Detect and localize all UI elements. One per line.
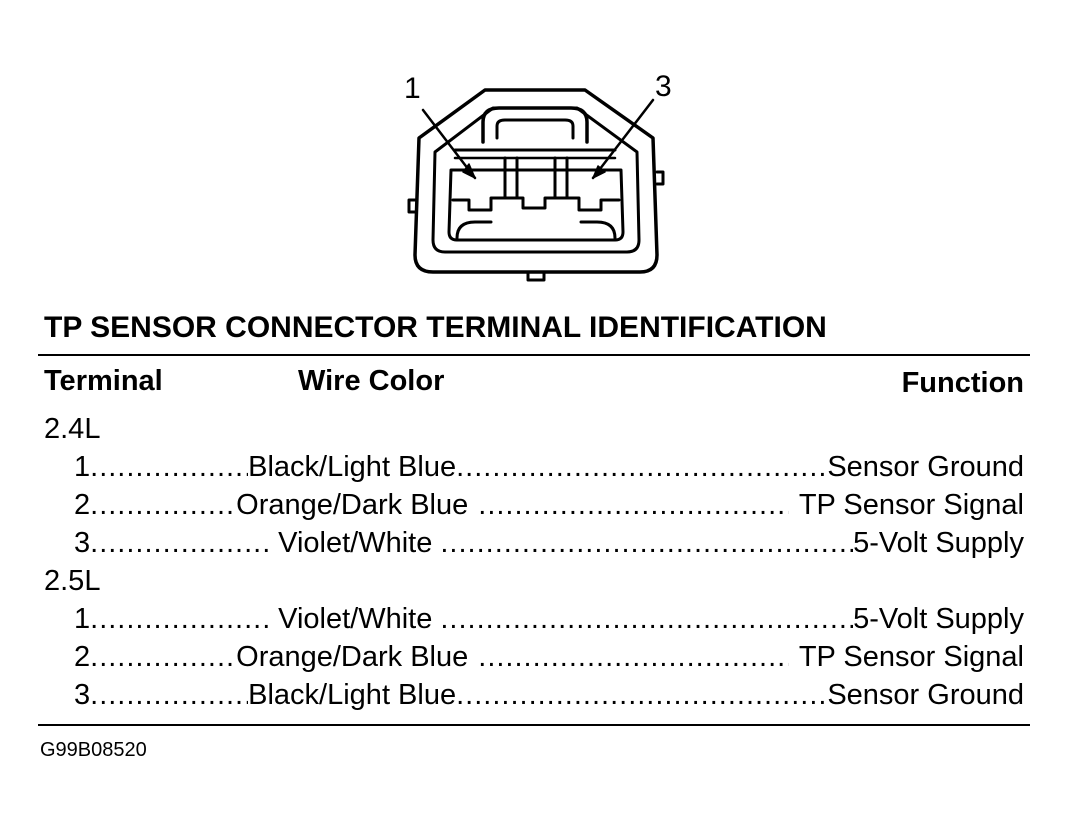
- terminal-function: 5-Volt Supply: [853, 527, 1024, 559]
- header-terminal: Terminal: [44, 365, 163, 397]
- terminal-number: 1: [74, 603, 91, 635]
- wire-color: Violet/White: [278, 603, 433, 635]
- terminal-number: 3: [74, 527, 91, 559]
- terminal-function: Sensor Ground: [827, 679, 1024, 711]
- header-wire-color: Wire Color: [298, 365, 445, 397]
- terminal-function: TP Sensor Signal: [798, 489, 1024, 521]
- diagram-title: TP SENSOR CONNECTOR TERMINAL IDENTIFICAT…: [44, 311, 827, 344]
- terminal-function: 5-Volt Supply: [853, 603, 1024, 635]
- engine-group-label: 2.4L: [44, 413, 101, 445]
- wire-color: Orange/Dark Blue: [236, 489, 469, 521]
- wire-color: Orange/Dark Blue: [236, 641, 469, 673]
- table-row: 1 ................................ Viole…: [74, 603, 1024, 635]
- terminal-number: 3: [74, 679, 91, 711]
- table-row: 2 ................................ Orang…: [74, 641, 1024, 673]
- terminal-number: 2: [74, 641, 91, 673]
- connector-inner-housing: [431, 106, 641, 254]
- terminal-function: Sensor Ground: [827, 451, 1024, 483]
- figure-id: G99B08520: [40, 739, 147, 761]
- callout-label-3: 3: [655, 70, 672, 103]
- table-row: 3 ................................ Black…: [74, 679, 1024, 711]
- callout-3-leader: [591, 98, 655, 180]
- connector-illustration: [407, 88, 665, 282]
- connector-outer-housing: [413, 88, 659, 274]
- table-row: 1 ................................ Black…: [74, 451, 1024, 483]
- bottom-divider: [38, 724, 1030, 726]
- wire-color: Black/Light Blue: [248, 451, 457, 483]
- terminal-function: TP Sensor Signal: [798, 641, 1024, 673]
- engine-group-label: 2.5L: [44, 565, 101, 597]
- wire-color: Violet/White: [278, 527, 433, 559]
- connector-lock-tab: [481, 106, 589, 144]
- header-function: Function: [901, 367, 1024, 399]
- terminal-cavity: [447, 168, 625, 242]
- top-divider: [38, 354, 1030, 356]
- terminal-number: 1: [74, 451, 91, 483]
- table-row: 2 ................................ Orang…: [74, 489, 1024, 521]
- callout-label-1: 1: [404, 72, 421, 105]
- terminal-number: 2: [74, 489, 91, 521]
- wire-color: Black/Light Blue: [248, 679, 457, 711]
- table-row: 3 ................................ Viole…: [74, 527, 1024, 559]
